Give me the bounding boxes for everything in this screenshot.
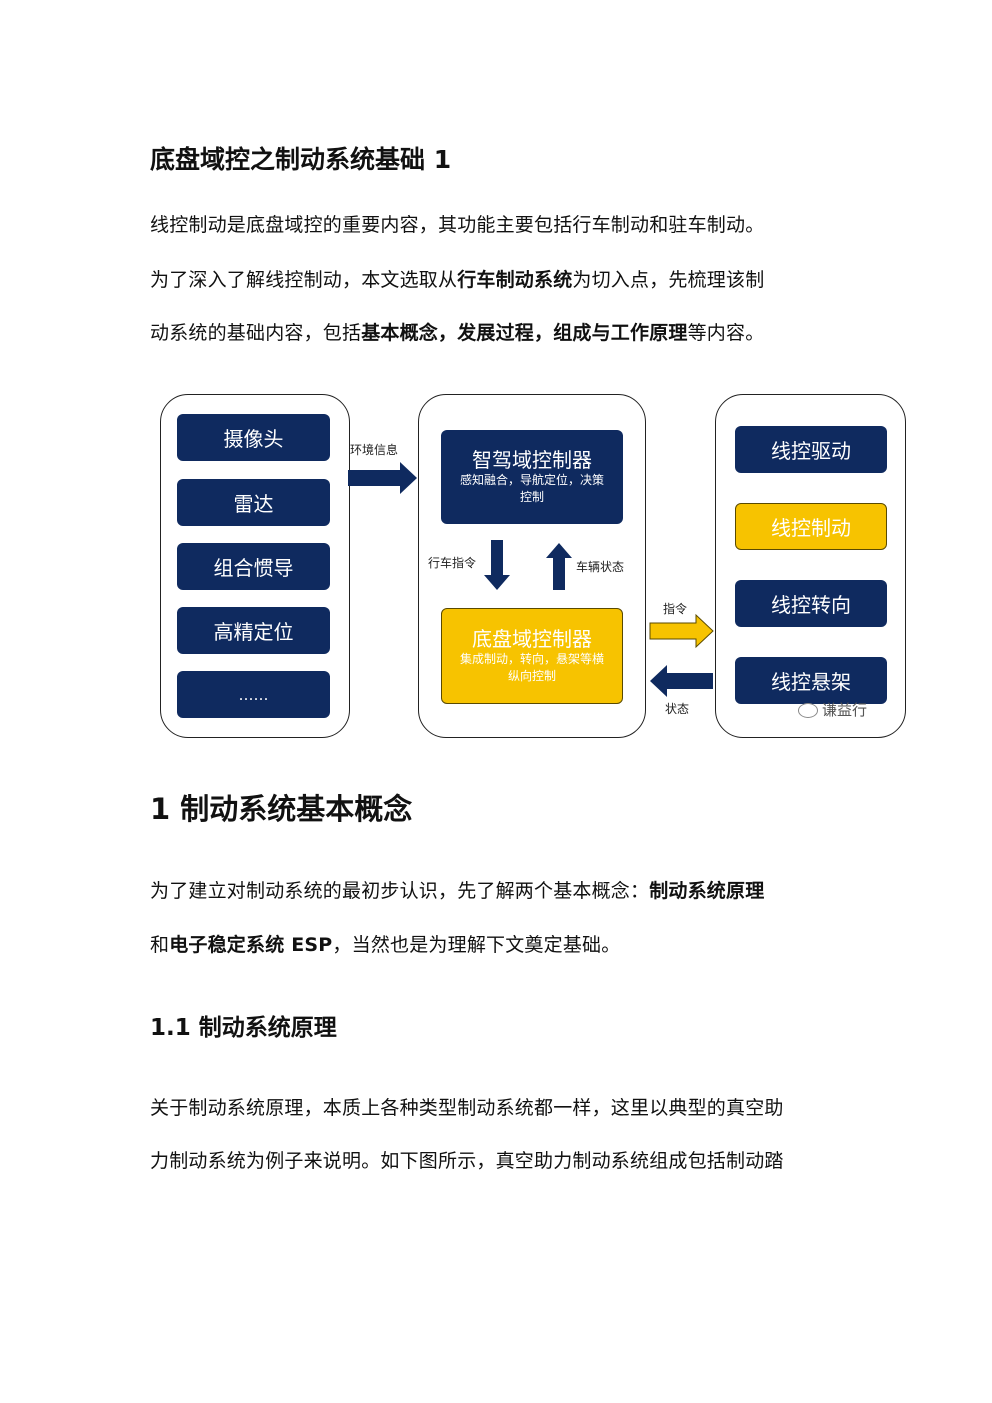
env-info-arrow bbox=[348, 462, 417, 494]
intro-line-2-tail: 为切入点，先梳理该制 bbox=[572, 269, 765, 291]
command-arrow bbox=[649, 613, 714, 649]
actuator-suspension: 线控悬架 bbox=[735, 657, 887, 704]
state-label: 状态 bbox=[665, 702, 690, 716]
actuator-drive: 线控驱动 bbox=[735, 426, 887, 473]
architecture-diagram: 摄像头 雷达 组合惯导 高精定位 …… 智驾域控制器 感知融合，导航定位，决策控… bbox=[160, 392, 908, 740]
section-1-1-heading: 1.1 制动系统原理 bbox=[150, 1015, 337, 1041]
intro-line-3: 动系统的基础内容，包括基本概念，发展过程，组成与工作原理等内容。 bbox=[150, 318, 764, 345]
actuator-brake: 线控制动 bbox=[735, 503, 887, 550]
section-1-1-line-1: 关于制动系统原理，本质上各种类型制动系统都一样，这里以典型的真空助 bbox=[150, 1097, 784, 1119]
section-1-line-1: 为了建立对制动系统的最初步认识，先了解两个基本概念：制动系统原理 bbox=[150, 876, 764, 903]
section-1-line-2-tail: ，当然也是为理解下文奠定基础。 bbox=[332, 934, 621, 956]
sensor-hd-positioning: 高精定位 bbox=[177, 607, 330, 654]
vehicle-state-label: 车辆状态 bbox=[576, 560, 625, 574]
intro-line-3-text: 动系统的基础内容，包括 bbox=[150, 322, 362, 344]
section-1-line-2: 和电子稳定系统 ESP，当然也是为理解下文奠定基础。 bbox=[150, 930, 620, 957]
document-title: 底盘域控之制动系统基础 1 bbox=[150, 145, 452, 174]
adas-controller-title: 智驾域控制器 bbox=[472, 448, 592, 472]
adas-controller: 智驾域控制器 感知融合，导航定位，决策控制 bbox=[441, 430, 623, 524]
sensor-ins: 组合惯导 bbox=[177, 543, 330, 590]
wechat-icon bbox=[798, 703, 818, 718]
intro-line-1: 线控制动是底盘域控的重要内容，其功能主要包括行车制动和驻车制动。 bbox=[150, 214, 765, 236]
intro-line-2: 为了深入了解线控制动，本文选取从行车制动系统为切入点，先梳理该制 bbox=[150, 265, 764, 292]
command-label: 指令 bbox=[663, 602, 688, 616]
sensor-radar: 雷达 bbox=[177, 479, 330, 526]
section-1-bold-esp: 电子稳定系统 ESP bbox=[169, 934, 333, 956]
section-1-1-line-2: 力制动系统为例子来说明。如下图所示，真空助力制动系统组成包括制动踏 bbox=[150, 1150, 784, 1172]
chassis-controller: 底盘域控制器 集成制动，转向，悬架等横纵向控制 bbox=[441, 608, 623, 704]
adas-controller-desc: 感知融合，导航定位，决策控制 bbox=[459, 473, 604, 504]
intro-line-3-tail: 等内容。 bbox=[687, 322, 765, 344]
section-1-line-1-text: 为了建立对制动系统的最初步认识，先了解两个基本概念： bbox=[150, 880, 650, 902]
env-info-label: 环境信息 bbox=[350, 443, 399, 457]
section-1-heading: 1 制动系统基本概念 bbox=[150, 792, 413, 826]
intro-bold-topic: 行车制动系统 bbox=[457, 269, 573, 291]
watermark: 谦益行 bbox=[798, 699, 867, 720]
state-arrow bbox=[650, 665, 713, 697]
drive-command-label: 行车指令 bbox=[428, 556, 477, 570]
intro-bold-contents: 基本概念，发展过程，组成与工作原理 bbox=[361, 322, 688, 344]
watermark-text: 谦益行 bbox=[822, 701, 868, 719]
actuator-steer: 线控转向 bbox=[735, 580, 887, 627]
chassis-controller-title: 底盘域控制器 bbox=[472, 627, 592, 651]
section-1-line-2-text: 和 bbox=[150, 934, 170, 956]
chassis-controller-desc: 集成制动，转向，悬架等横纵向控制 bbox=[459, 652, 604, 683]
sensor-more: …… bbox=[177, 671, 330, 718]
intro-line-2-text: 为了深入了解线控制动，本文选取从 bbox=[150, 269, 458, 291]
sensor-camera: 摄像头 bbox=[177, 414, 330, 461]
section-1-bold-brake-principle: 制动系统原理 bbox=[649, 880, 765, 902]
